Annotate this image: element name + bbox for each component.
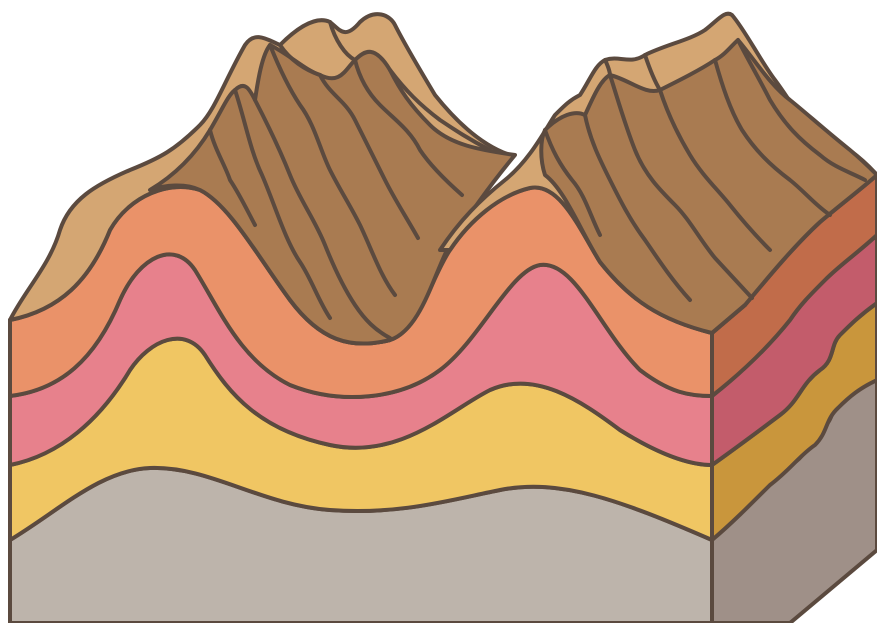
folded-strata-diagram <box>0 0 877 623</box>
diagram-canvas <box>0 0 877 623</box>
